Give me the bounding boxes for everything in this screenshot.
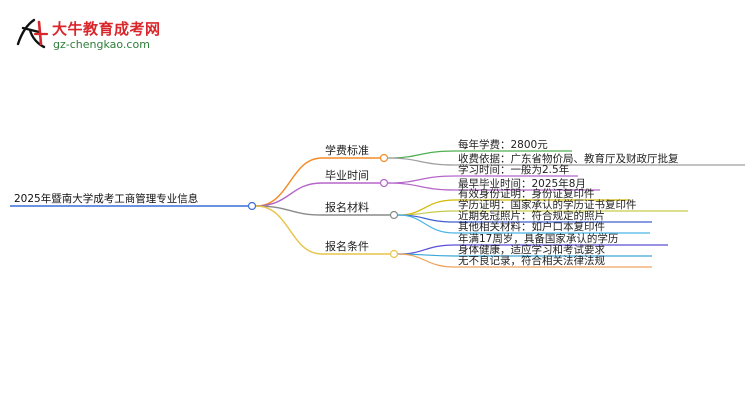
leaf-grad-earliest: 最早毕业时间：2025年8月 [458, 178, 586, 190]
site-url: gz-chengkao.com [53, 38, 150, 51]
branch-junction-materials [389, 210, 399, 220]
branch-label-conditions: 报名条件 [325, 240, 369, 253]
leaf-connector-materials-2 [397, 210, 456, 216]
leaf-fee-basis: 收费依据：广东省物价局、教育厅及财政厅批复 [458, 153, 679, 165]
leaf-materials-diploma: 学历证明：国家承认的学历证书复印件 [458, 199, 637, 211]
mindmap-root: 2025年暨南大学成考工商管理专业信息 [14, 193, 199, 205]
leaf-conditions-age: 年满17周岁，具备国家承认的学历 [458, 233, 619, 245]
root-junction [247, 201, 257, 211]
leaf-connector-grad-1 [387, 175, 456, 184]
logo-icon [16, 18, 49, 49]
branch-label-grad: 毕业时间 [325, 169, 369, 182]
branch-label-fee: 学费标准 [325, 144, 369, 157]
site-title: 大牛教育成考网 [52, 20, 161, 38]
leaf-connector-materials-4 [397, 214, 456, 234]
leaf-materials-photo: 近期免冠照片：符合规定的照片 [458, 210, 605, 222]
leaf-connector-conditions-1 [397, 244, 456, 255]
branch-connector-fee [255, 157, 323, 207]
branch-junction-fee [379, 153, 389, 163]
branch-connector-materials [255, 205, 323, 216]
leaf-connector-fee-2 [387, 157, 456, 166]
leaf-fee-annual: 每年学费：2800元 [458, 139, 548, 151]
branch-junction-grad [379, 178, 389, 188]
branch-junction-conditions [389, 249, 399, 259]
leaf-connector-conditions-3 [397, 253, 456, 268]
branch-connector-conditions [255, 205, 323, 255]
branch-label-materials: 报名材料 [325, 201, 369, 214]
leaf-connector-grad-2 [387, 182, 456, 191]
leaf-grad-duration: 学习时间：一般为2.5年 [458, 164, 570, 176]
leaf-materials-id: 有效身份证明：身份证复印件 [458, 188, 595, 200]
leaf-materials-other: 其他相关材料：如户口本复印件 [458, 221, 605, 233]
branch-connector-grad [255, 182, 323, 207]
leaf-conditions-record: 无不良记录，符合相关法律法规 [458, 255, 605, 267]
leaf-connector-fee-1 [387, 150, 456, 159]
leaf-conditions-health: 身体健康，适应学习和考试要求 [458, 244, 605, 256]
